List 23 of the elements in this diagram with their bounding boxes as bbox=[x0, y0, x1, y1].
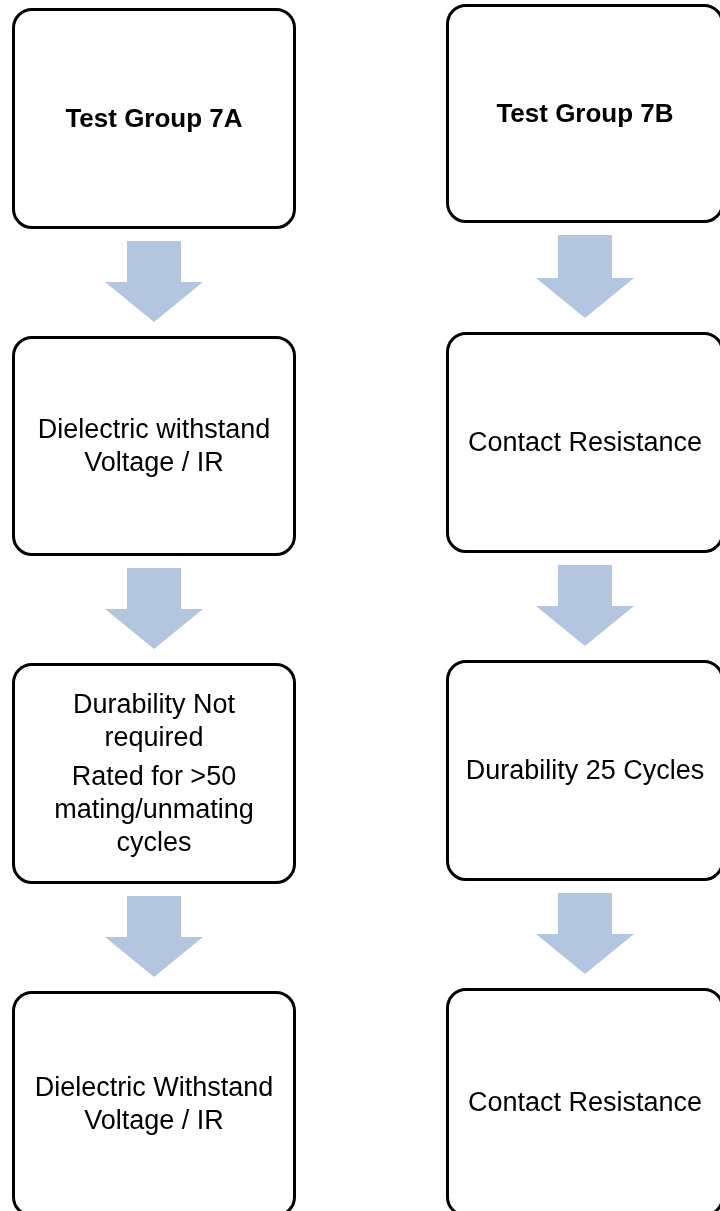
step-label: Durability Not required bbox=[71, 688, 237, 754]
process-box bbox=[446, 660, 720, 881]
step-label: Durability 25 Cycles bbox=[465, 754, 705, 787]
group-heading: Test Group 7A bbox=[65, 102, 243, 135]
step-label: Dielectric Withstand Voltage / IR bbox=[33, 1071, 275, 1137]
block-arrow bbox=[105, 241, 203, 322]
block-arrow bbox=[536, 235, 634, 318]
process-box bbox=[446, 332, 720, 553]
step-label: Dielectric withstand Voltage / IR bbox=[36, 413, 272, 479]
block-arrow bbox=[536, 893, 634, 974]
process-box bbox=[12, 991, 296, 1211]
step-label: Contact Resistance bbox=[467, 1086, 703, 1119]
process-box bbox=[12, 8, 296, 229]
process-box bbox=[12, 663, 296, 884]
process-box bbox=[446, 988, 720, 1211]
process-box bbox=[12, 336, 296, 556]
group-heading: Test Group 7B bbox=[496, 97, 674, 130]
step-label: Contact Resistance bbox=[467, 426, 703, 459]
block-arrow bbox=[105, 568, 203, 649]
block-arrow bbox=[105, 896, 203, 977]
block-arrow bbox=[536, 565, 634, 646]
process-box bbox=[446, 4, 720, 223]
step-label: Rated for >50 mating/unmating cycles bbox=[53, 760, 255, 859]
